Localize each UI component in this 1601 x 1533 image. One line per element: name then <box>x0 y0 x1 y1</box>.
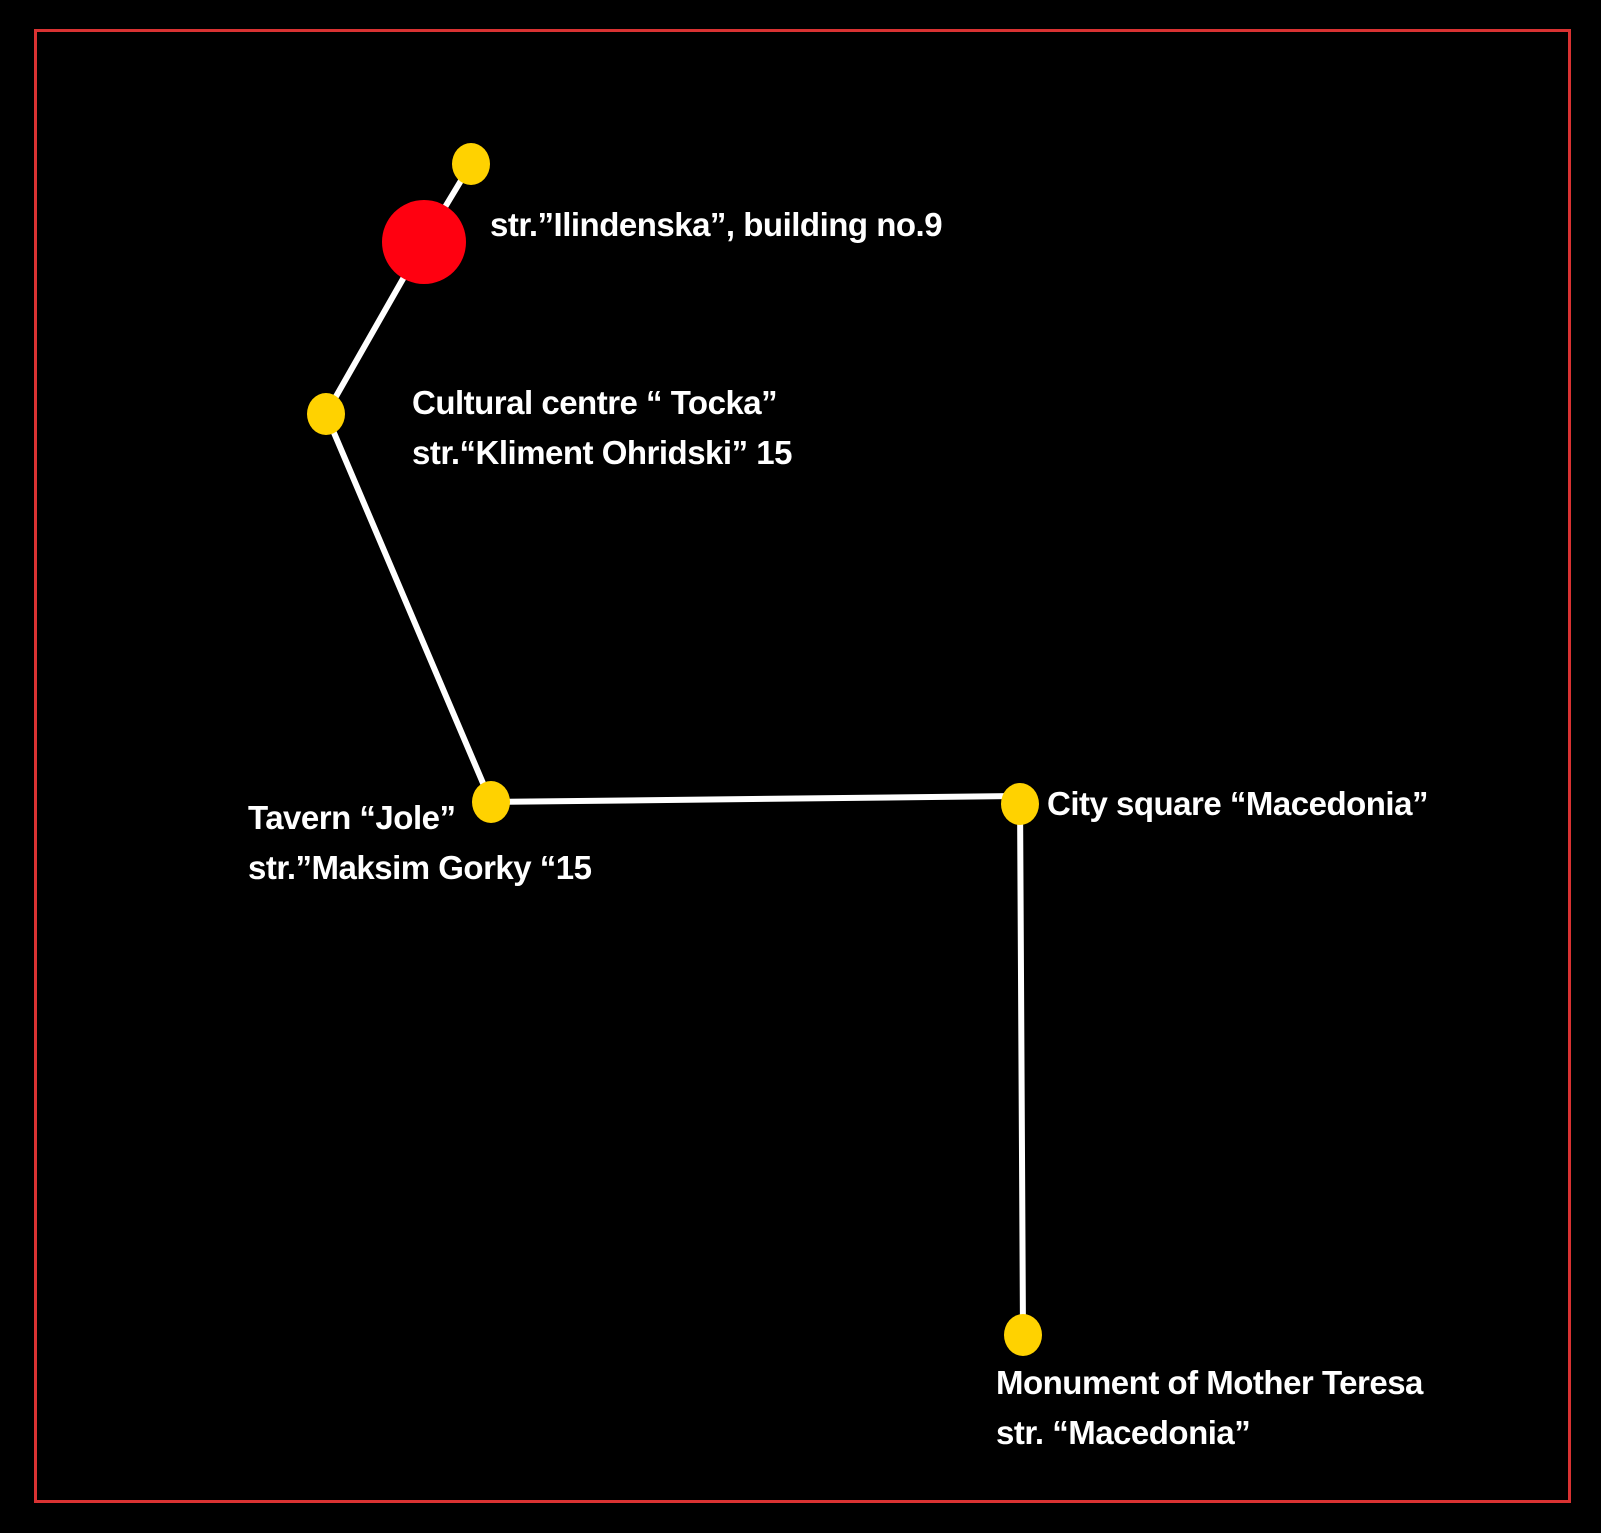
label-tocka-line-2: str.“Kliment Ohridski” 15 <box>412 434 792 471</box>
route-segment-tocka-to-jole <box>323 411 494 805</box>
label-jole: Tavern “Jole” str.”Maksim Gorky “15 <box>248 793 592 893</box>
label-jole-line-2: str.”Maksim Gorky “15 <box>248 849 592 886</box>
start-marker-ilindenska <box>382 200 466 284</box>
label-jole-line-1: Tavern “Jole” <box>248 799 456 836</box>
label-ilindenska-line-1: str.”Ilindenska”, building no.9 <box>490 206 943 243</box>
label-mother-teresa-line-1: Monument of Mother Teresa <box>996 1364 1423 1401</box>
label-mother-teresa: Monument of Mother Teresa str. “Macedoni… <box>996 1358 1423 1458</box>
label-tocka-line-1: Cultural centre “ Tocka” <box>412 384 778 421</box>
label-macedonia-square: City square “Macedonia” <box>1047 779 1428 829</box>
route-stops <box>307 143 1042 1356</box>
route-segment-jole-to-square <box>488 793 1023 805</box>
route-lines <box>323 161 1026 1338</box>
stop-marker-route-end <box>452 143 490 185</box>
label-macedonia-square-line-1: City square “Macedonia” <box>1047 785 1428 822</box>
label-mother-teresa-line-2: str. “Macedonia” <box>996 1414 1251 1451</box>
stop-marker-macedonia-square <box>1001 783 1039 825</box>
label-tocka: Cultural centre “ Tocka” str.“Kliment Oh… <box>412 378 792 478</box>
label-ilindenska: str.”Ilindenska”, building no.9 <box>490 200 943 250</box>
route-segment-square-to-monument <box>1017 793 1026 1338</box>
stop-marker-tocka <box>307 393 345 435</box>
stop-marker-jole <box>472 781 510 823</box>
stop-marker-mother-teresa <box>1004 1314 1042 1356</box>
map-frame <box>34 29 1571 1503</box>
